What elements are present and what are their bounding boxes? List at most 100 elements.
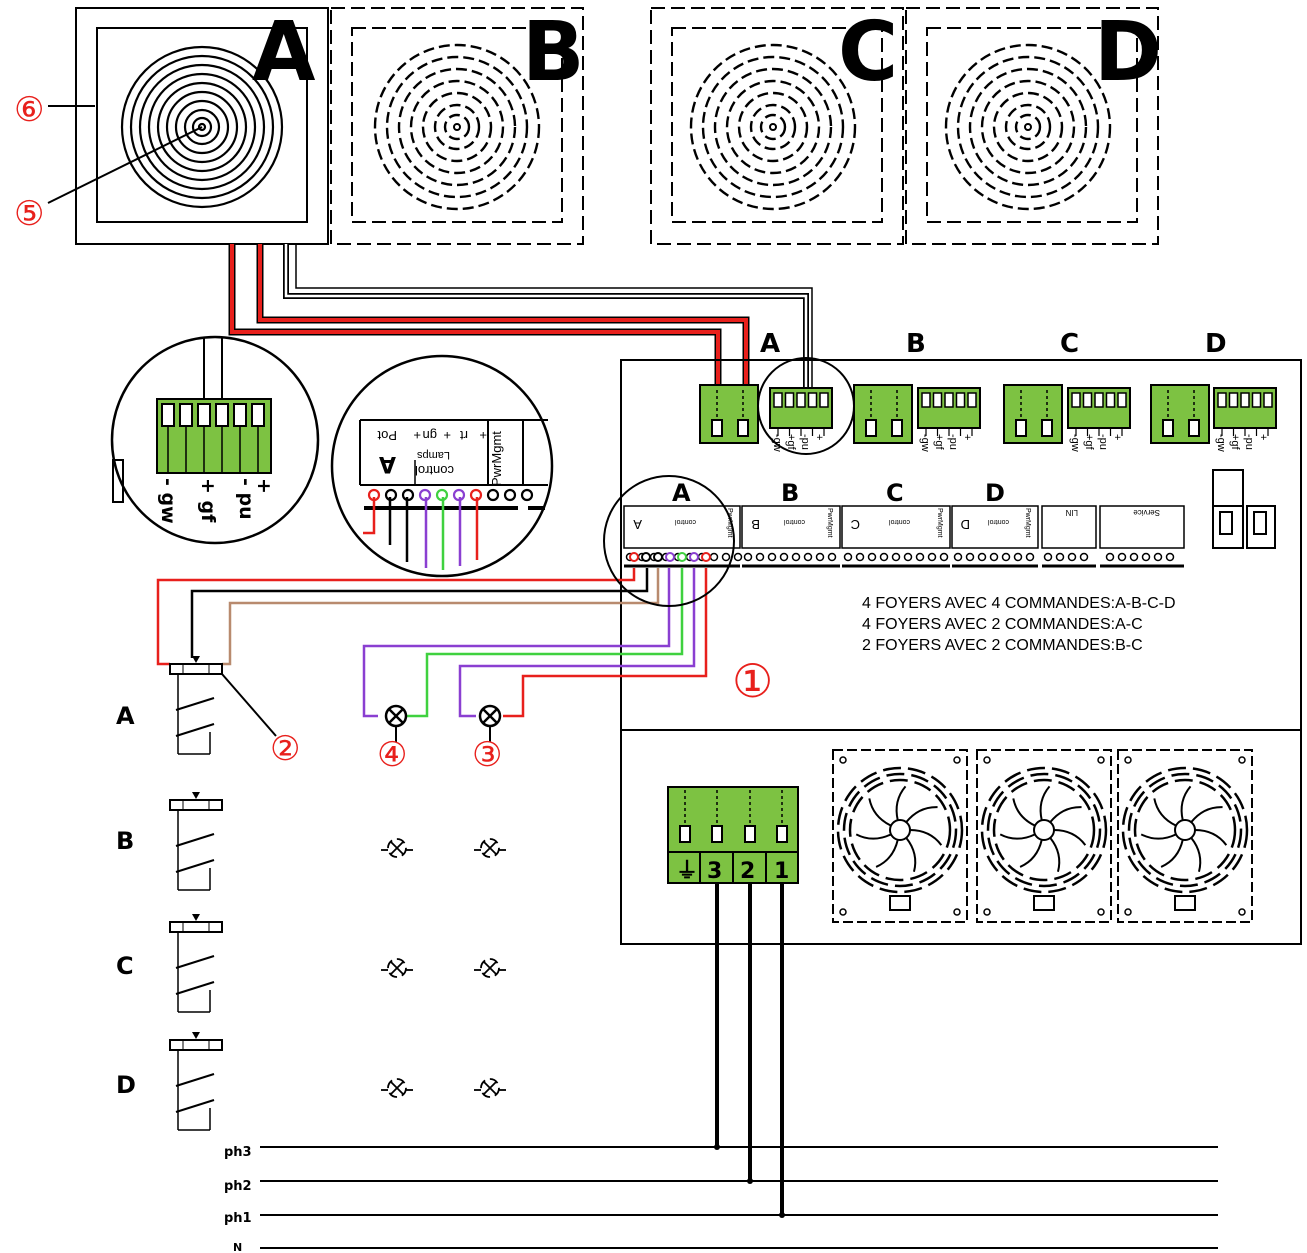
hob-zone-c (650, 7, 904, 245)
control-label: control (784, 518, 805, 525)
lamp-3-d (474, 1078, 506, 1098)
sensor-terminal-label: +gf (1083, 434, 1095, 451)
sensor-connector-d: -gw+gf-pu+ (1213, 387, 1277, 452)
zone-letter-d: D (1094, 5, 1162, 100)
sensor-terminal-label: -gw (1069, 434, 1081, 452)
control-box: A B C D -gw+gf-pu+-gw+gf-pu+-gw+gf-pu+-g… (620, 329, 1302, 945)
terminal-3: 3 (707, 859, 722, 884)
detail-plus-3: + (479, 428, 487, 443)
lamp-4-c (381, 958, 413, 978)
phase-label-ph2: ph2 (224, 1179, 252, 1194)
control-terminal (803, 552, 813, 562)
detail-pin (179, 403, 193, 427)
service-terminal (1153, 552, 1163, 562)
sensor-terminal-label: -gw (1215, 434, 1227, 452)
control-terminal (791, 552, 801, 562)
sensor-connector-c: -gw+gf-pu+ (1067, 387, 1131, 452)
sensor-terminal-label: -pu (947, 434, 959, 450)
detail-pwrmgmt-label: PwrMgmt (489, 431, 504, 486)
control-label: control (988, 518, 1009, 525)
svg-text:⑤: ⑤ (14, 195, 44, 233)
lin-terminal (1079, 552, 1089, 562)
heater-connector-a (699, 384, 759, 444)
detail-label-gf: + gf (197, 478, 219, 523)
zone-letter-c: C (838, 5, 898, 100)
service-label: Service (1133, 508, 1160, 517)
control-a-wire-terminal (653, 552, 663, 562)
potentiometers (169, 656, 223, 1131)
control-a-wire-terminal (641, 552, 651, 562)
detail-plus-1: + (413, 428, 421, 443)
control-terminal (927, 552, 937, 562)
heater-connector-d (1150, 384, 1210, 444)
sensor-terminal-label: + (1111, 434, 1123, 440)
lamp-4-a (384, 704, 408, 742)
control-a-wire-terminal (701, 552, 711, 562)
callout-6: ⑥ (14, 91, 95, 129)
control-pwrmgmt-label: PwrMgmt (826, 508, 833, 538)
control-terminal (827, 552, 837, 562)
phase-lines: ph3 ph2 ph1 N (224, 883, 1218, 1253)
lin-terminal (1055, 552, 1065, 562)
heater-connectors (699, 384, 1210, 444)
service-terminal (1117, 552, 1127, 562)
sensor-terminal-label: + (961, 434, 973, 440)
terminal-ground: ⏚ (676, 859, 698, 884)
heater-connector-b (853, 384, 913, 444)
control-terminal (867, 552, 877, 562)
heating-coil-a (120, 45, 284, 209)
indicator-lamps (381, 704, 506, 1098)
control-terminal (1013, 552, 1023, 562)
lamp-4-d (381, 1078, 413, 1098)
control-terminal (767, 552, 777, 562)
detail-pin (233, 403, 247, 427)
detail-control-connector: A control Lamps PwrMgmt Pot + gn + rt + (330, 354, 554, 578)
control-terminal (915, 552, 925, 562)
detail-sensor-terminal: - gw + gf - pu + (110, 335, 320, 545)
control-a-wire-terminal (665, 552, 675, 562)
detail-plus-2: + (443, 428, 451, 443)
potentiometer-a (169, 656, 223, 755)
control-group-letter: C (886, 479, 904, 507)
detail-pot-label: Pot (377, 428, 397, 443)
cooling-fans (832, 749, 1253, 923)
callout-2: ② (221, 673, 300, 768)
service-terminal (1105, 552, 1115, 562)
sensor-connectors: -gw+gf-pu+-gw+gf-pu+-gw+gf-pu+-gw+gf-pu+ (769, 387, 1277, 452)
control-terminal (1001, 552, 1011, 562)
control-group-letter-rotated: C (851, 517, 860, 532)
control-terminal (1025, 552, 1035, 562)
box-letter-c: C (1060, 329, 1079, 359)
detail-pin (161, 403, 175, 427)
service-connector: Service (1099, 505, 1185, 568)
zone-a-wires (228, 244, 813, 420)
detail-control-terminal (486, 488, 500, 502)
control-group-letter: D (985, 479, 1005, 507)
hob-zone-a: A (75, 5, 329, 245)
sensor-connector-a: -gw+gf-pu+ (769, 387, 833, 452)
service-terminal (1141, 552, 1151, 562)
sensor-terminal-label: +gf (1229, 434, 1241, 451)
detail-gn-label: gn (423, 428, 437, 443)
terminal-1: 1 (774, 859, 789, 884)
sensor-terminal-label: +gf (785, 434, 797, 451)
detail-rt-label: rt (460, 428, 468, 443)
fan-1 (832, 749, 968, 923)
sensor-terminal-label: -pu (1097, 434, 1109, 450)
control-a-wire-terminal (677, 552, 687, 562)
svg-text:②: ② (270, 730, 300, 768)
sensor-terminal-label: -gw (771, 434, 783, 452)
lamp-3-b (474, 838, 506, 858)
control-wires (156, 568, 708, 718)
control-terminal (939, 552, 949, 562)
sensor-connector-b: -gw+gf-pu+ (917, 387, 981, 452)
control-label: control (675, 518, 696, 525)
sensor-terminal-label: -pu (1243, 434, 1255, 450)
control-terminal (891, 552, 901, 562)
control-terminal (709, 552, 719, 562)
lamp-3-a (478, 704, 502, 742)
